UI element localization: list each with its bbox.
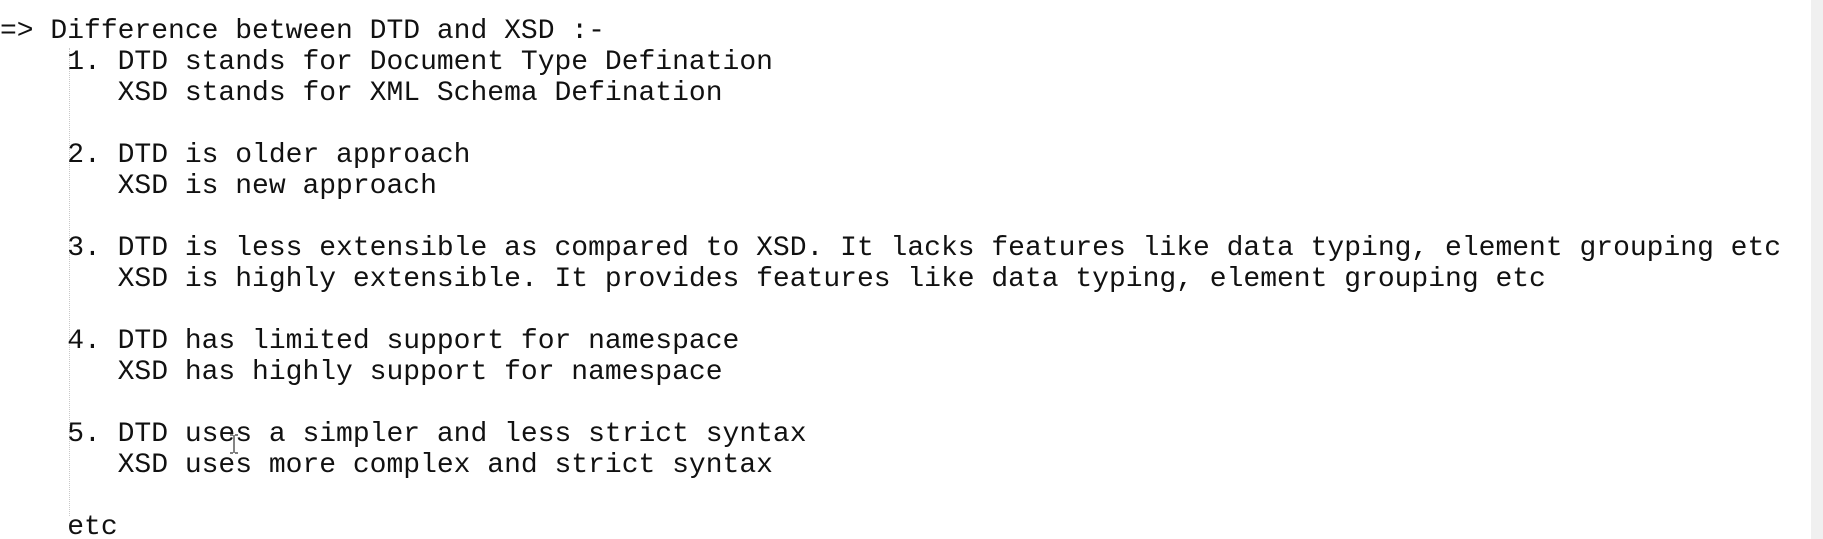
editor-line-2: 1. DTD stands for Document Type Definati… — [0, 47, 773, 78]
editor-line-6: XSD is new approach — [0, 171, 437, 202]
vertical-scrollbar[interactable] — [1808, 0, 1823, 539]
editor-line-17: etc — [0, 512, 118, 539]
editor-line-9: XSD is highly extensible. It provides fe… — [0, 264, 1546, 295]
indent-guide — [69, 48, 70, 516]
editor-line-5: 2. DTD is older approach — [0, 140, 471, 171]
text-cursor-icon — [230, 434, 238, 454]
editor-line-1: => Difference between DTD and XSD :- — [0, 16, 605, 47]
editor-line-14: 5. DTD uses a simpler and less strict sy… — [0, 419, 807, 450]
editor-line-15: XSD uses more complex and strict syntax — [0, 450, 773, 481]
editor-line-11: 4. DTD has limited support for namespace — [0, 326, 740, 357]
editor-line-12: XSD has highly support for namespace — [0, 357, 723, 388]
scrollbar-thumb[interactable] — [1811, 0, 1823, 539]
editor-line-8: 3. DTD is less extensible as compared to… — [0, 233, 1782, 264]
editor-line-3: XSD stands for XML Schema Defination — [0, 78, 723, 109]
